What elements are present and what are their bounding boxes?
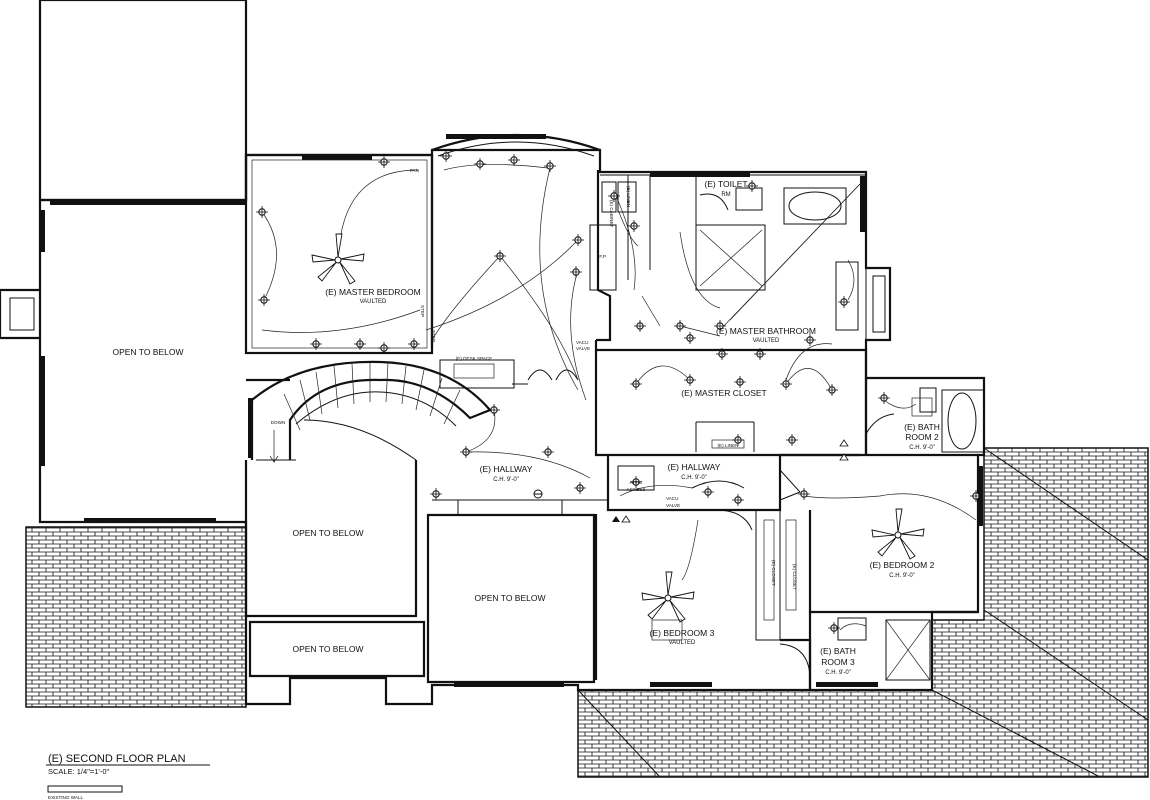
fan-label: FAN xyxy=(410,168,419,173)
open-below-label-1: OPEN TO BELOW xyxy=(112,347,183,357)
bath-3-label-a: (E) BATH xyxy=(820,646,856,656)
doors xyxy=(512,193,895,677)
bay-window xyxy=(431,133,601,152)
attic-label-a: ATTIC xyxy=(630,480,644,485)
vacu-label-1: VACU xyxy=(576,340,588,345)
closet-label-b: (E) CLOSET xyxy=(792,564,797,590)
roof-hatch xyxy=(25,447,1149,778)
toilet-label-2: RM xyxy=(721,192,730,198)
master-bedroom-label: (E) MASTER BEDROOM xyxy=(325,287,420,297)
step-label-2: STEP xyxy=(431,330,436,342)
symbols xyxy=(453,363,933,641)
bedroom-2-sub: C.H. 9'-0" xyxy=(889,573,915,579)
step-label-1: STEP xyxy=(420,305,425,317)
drawing-title: (E) SECOND FLOOR PLAN xyxy=(48,753,186,765)
vacu-label-4: VALVE xyxy=(666,503,680,508)
bath-2-label-a: (E) BATH xyxy=(904,422,940,432)
bath-3-label-b: ROOM 3 xyxy=(821,657,855,667)
stair-down-label: DOWN xyxy=(271,420,286,425)
hallway-2-sub: C.H. 9'-0" xyxy=(681,475,707,481)
master-closet-label: (E) MASTER CLOSET xyxy=(681,388,766,398)
bedroom-2-label: (E) BEDROOM 2 xyxy=(870,560,935,570)
bath-2-label-b: ROOM 2 xyxy=(905,432,939,442)
bath-3-sub: C.H. 9'-0" xyxy=(825,670,851,676)
master-bathroom-sub: VAULTED xyxy=(753,338,780,344)
bedroom-3-label: (E) BEDROOM 3 xyxy=(650,628,715,638)
fireplace-label: F.P. xyxy=(599,254,606,259)
attic-label-b: ACCESS xyxy=(627,487,646,492)
open-below-label-2: OPEN TO BELOW xyxy=(292,528,363,538)
open-below-label-3: OPEN TO BELOW xyxy=(474,593,545,603)
hallway-2-label: (E) HALLWAY xyxy=(668,462,721,472)
vacu-label-3: VACU xyxy=(666,496,678,501)
interior-walls xyxy=(244,153,985,690)
cabinet-label: (E) CABINET xyxy=(609,200,614,228)
title-block: (E) SECOND FLOOR PLAN SCALE: 1/4"=1'-0" … xyxy=(46,753,210,800)
linen-label: (E) LINEN xyxy=(718,443,739,448)
drawing-scale: SCALE: 1/4"=1'-0" xyxy=(48,767,110,776)
existing-wall-legend-swatch xyxy=(47,785,123,793)
closet-label-a: (E) CLOSET xyxy=(771,560,776,586)
room-labels: OPEN TO BELOW OPEN TO BELOW OPEN TO BELO… xyxy=(112,168,939,676)
master-bedroom-sub: VAULTED xyxy=(360,299,387,305)
hallway-1-label: (E) HALLWAY xyxy=(480,464,533,474)
master-bathroom-label: (E) MASTER BATHROOM xyxy=(716,326,816,336)
open-below-label-4: OPEN TO BELOW xyxy=(292,644,363,654)
bath-2-sub: C.H. 9'-0" xyxy=(909,445,935,451)
switch-legs xyxy=(261,164,977,631)
desk-space-label: (E) DESK SPACE xyxy=(456,356,492,361)
toilet-label: (E) TOILET xyxy=(704,179,747,189)
vacu-label-2: VALVE xyxy=(576,346,590,351)
linen-label-2: (E) LINEN xyxy=(626,186,631,207)
bedroom-3-sub: VAULTED xyxy=(669,640,696,646)
hallway-1-sub: C.H. 9'-0" xyxy=(493,477,519,483)
existing-wall-legend-label: EXISTING WALL xyxy=(48,795,84,800)
